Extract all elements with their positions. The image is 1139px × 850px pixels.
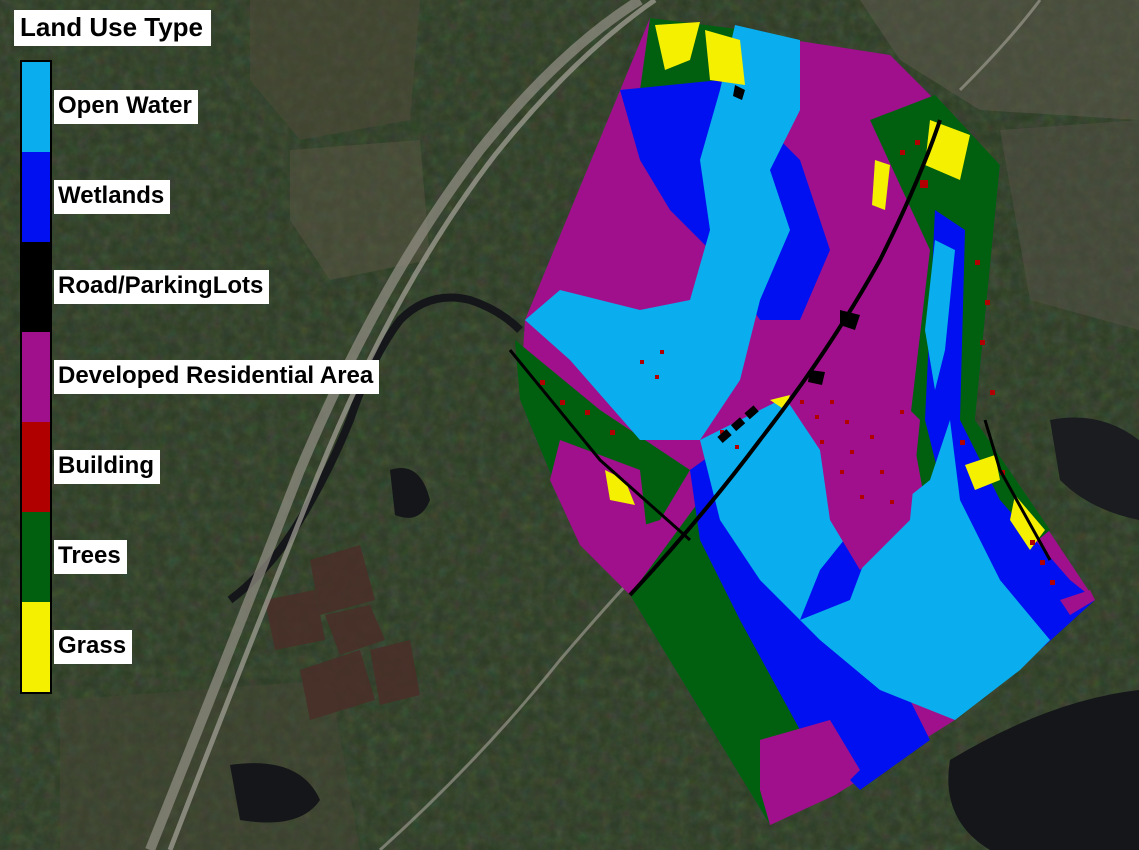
- legend-swatch: [22, 242, 50, 332]
- field-patch: [290, 140, 430, 280]
- land-use-road: [983, 419, 1052, 561]
- land-use-developed-residential: [760, 720, 860, 825]
- legend-label: Grass: [54, 630, 133, 664]
- land-use-grass: [965, 455, 1000, 490]
- legend-swatch: [22, 512, 50, 602]
- road: [958, 0, 1042, 92]
- legend-swatch: [22, 422, 50, 512]
- land-use-open-water: [925, 240, 955, 390]
- legend-label: Road/ParkingLots: [54, 270, 270, 304]
- land-use-trees: [515, 340, 690, 545]
- cranberry-bog: [325, 605, 385, 655]
- land-use-developed-residential: [1060, 590, 1095, 615]
- land-use-grass: [872, 160, 890, 210]
- water-body: [1050, 417, 1139, 520]
- land-use-developed-residential: [550, 440, 650, 580]
- legend-label: Wetlands: [54, 180, 171, 214]
- land-use-overlay: [508, 18, 1095, 825]
- field-patch: [860, 0, 1139, 120]
- land-use-parking-lot: [808, 370, 825, 385]
- land-use-grass: [705, 30, 745, 85]
- land-use-road: [508, 349, 691, 542]
- land-use-open-water: [700, 400, 1050, 720]
- legend-swatch: [22, 152, 50, 242]
- legend-label: Open Water: [54, 90, 198, 124]
- land-use-road: [717, 401, 763, 444]
- land-use-grass: [605, 470, 635, 505]
- water-body: [948, 690, 1139, 850]
- legend-color-bar: [20, 60, 52, 694]
- water-body: [230, 763, 320, 823]
- land-use-parking-lot: [840, 310, 860, 330]
- land-use-grass: [655, 22, 700, 70]
- legend-label: Building: [54, 450, 160, 484]
- field-patch: [250, 0, 420, 140]
- legend-swatch: [22, 602, 50, 692]
- land-use-parking-lot: [733, 85, 745, 100]
- field-patch: [1000, 120, 1139, 330]
- land-use-buildings: [540, 140, 1055, 585]
- land-use-developed-residential: [780, 380, 920, 570]
- legend-swatch: [22, 62, 50, 152]
- cranberry-bog: [265, 590, 325, 650]
- legend-swatch: [22, 332, 50, 422]
- legend-title: Land Use Type: [14, 10, 212, 46]
- water-body: [390, 468, 430, 518]
- legend-label: Trees: [54, 540, 127, 574]
- land-use-open-water: [525, 25, 800, 440]
- highway: [167, 0, 657, 850]
- legend-label: Developed Residential Area: [54, 360, 380, 394]
- land-use-road: [628, 119, 942, 597]
- cranberry-bog: [310, 545, 375, 615]
- cranberry-bog: [370, 640, 420, 705]
- cranberry-bog: [300, 650, 375, 720]
- highway: [145, 0, 643, 850]
